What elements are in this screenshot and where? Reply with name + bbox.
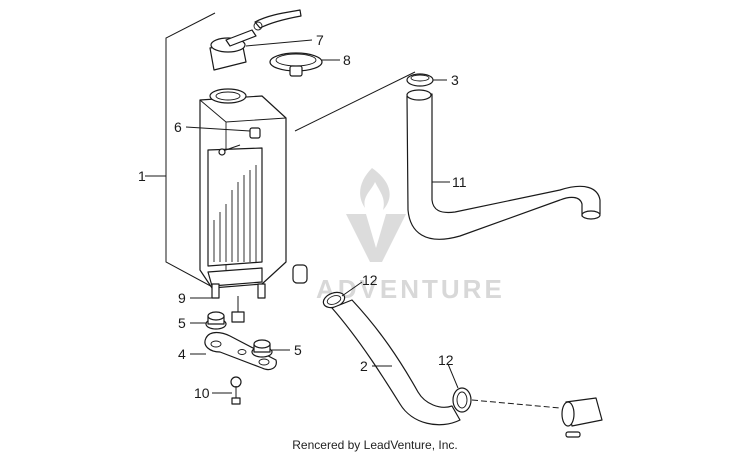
callout-10: 10	[194, 385, 210, 401]
callout-6: 6	[174, 119, 182, 135]
lower-hose	[331, 299, 461, 426]
upper-hose	[406, 89, 601, 240]
callout-5-left: 5	[178, 315, 186, 331]
callout-1: 1	[138, 168, 146, 184]
callout-3: 3	[451, 72, 459, 88]
watermark-text: ADVENTURE	[316, 274, 505, 304]
callout-8: 8	[343, 52, 351, 68]
radiator-assembly-outline	[145, 12, 416, 291]
radiator-fins	[213, 165, 257, 262]
rubber-grommet-right	[251, 339, 273, 358]
callout-labels: 1 2 3 4 5 5 6 7 8 9 10 11 12 12	[138, 32, 467, 401]
callout-12-lower: 12	[438, 352, 454, 368]
leadventure-watermark: ADVENTURE	[316, 168, 505, 304]
callout-2: 2	[360, 358, 368, 374]
bolt-10	[230, 376, 242, 405]
callout-5-right: 5	[294, 342, 302, 358]
callout-4: 4	[178, 346, 186, 362]
callout-11: 11	[452, 174, 467, 190]
rubber-grommet-left	[205, 311, 227, 330]
hose-clamp-3	[406, 73, 434, 87]
mounting-bracket	[204, 331, 277, 371]
hose-fitting	[471, 397, 603, 438]
bolt-9	[231, 296, 245, 323]
rendered-by-footer: Rencered by LeadVenture, Inc.	[292, 438, 458, 452]
radiator	[199, 88, 308, 299]
callout-12-upper: 12	[362, 272, 378, 288]
callout-7: 7	[316, 32, 324, 48]
callout-leaders	[185, 39, 459, 394]
hose-clamp-12-lower	[452, 387, 472, 413]
filler-cap-with-hose	[209, 9, 302, 71]
callout-9: 9	[178, 290, 186, 306]
radiator-cap	[269, 52, 323, 77]
